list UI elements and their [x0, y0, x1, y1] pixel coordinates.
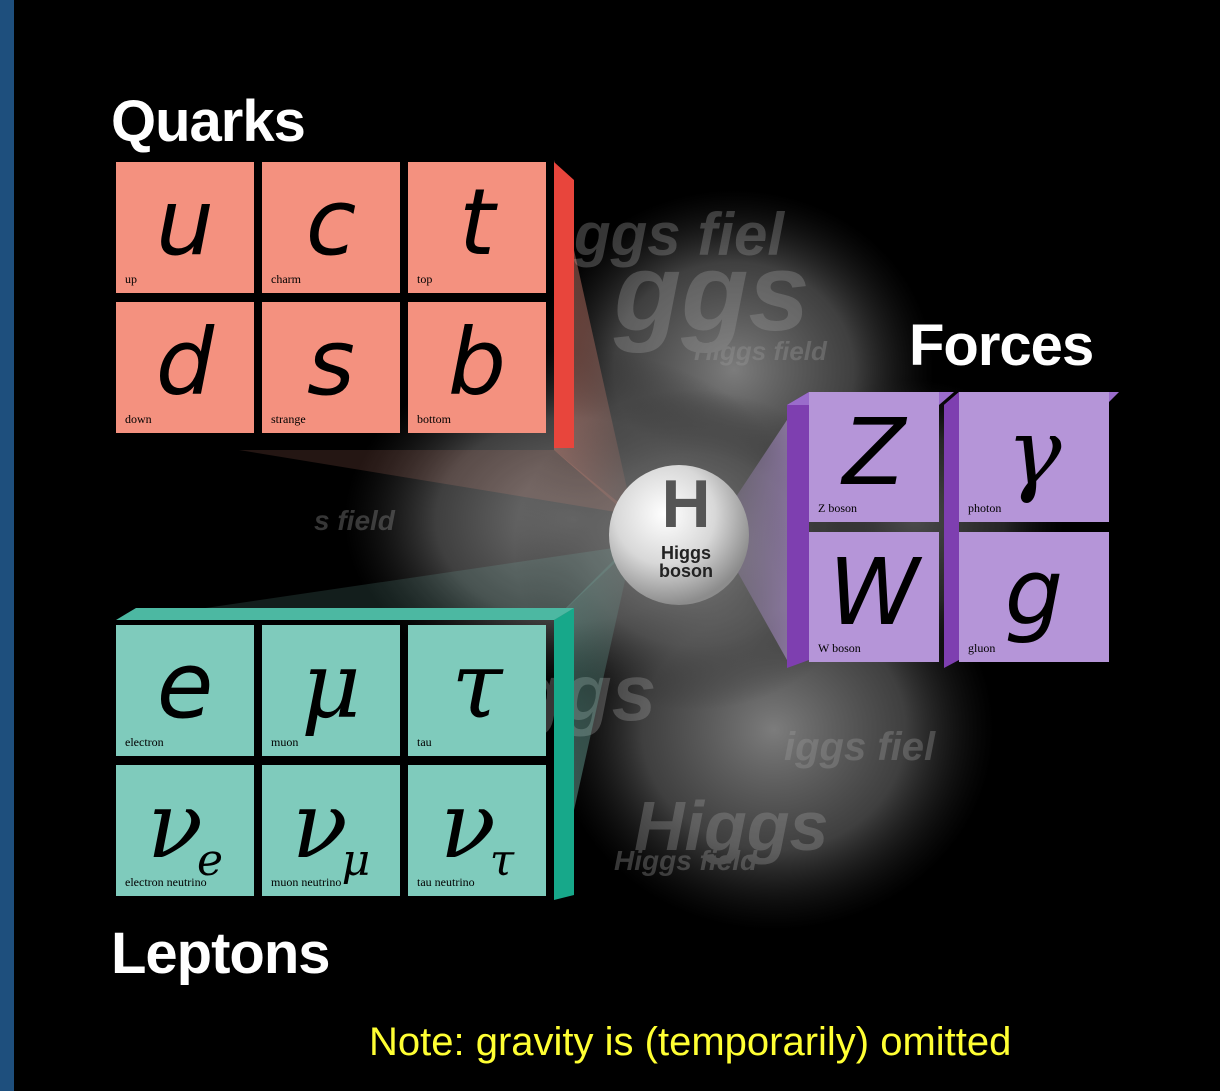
nu-subscript: e — [196, 835, 223, 886]
lepton-cell-tau-neutrino: ντ tau neutrino — [408, 765, 546, 896]
quark-symbol: b — [447, 309, 507, 416]
quark-name: up — [125, 272, 137, 286]
quark-block-side — [554, 162, 574, 448]
lepton-cell-tau: τ tau — [408, 625, 546, 756]
nu-subscript: τ — [489, 835, 515, 886]
force-symbol: Z — [842, 399, 906, 506]
quark-cell-strange: s strange — [262, 302, 400, 433]
lepton-block-top — [116, 608, 574, 620]
field-watermark-2: ggs — [613, 231, 810, 354]
field-watermark-4: s field — [314, 505, 396, 536]
force-symbol: γ — [1006, 399, 1062, 506]
lepton-symbol: νμ — [262, 771, 400, 916]
lepton-name: muon — [271, 735, 299, 749]
lepton-name: electron — [125, 735, 164, 749]
force-symbol: W — [828, 539, 920, 646]
nu-symbol: ν — [147, 772, 203, 879]
lepton-cell-muon: μ muon — [262, 625, 400, 756]
field-watermark-1: ggs fiel — [573, 201, 785, 268]
quark-name: bottom — [417, 412, 452, 426]
field-watermark-8: iggs fiel — [784, 725, 936, 769]
lepton-name: tau neutrino — [417, 875, 475, 889]
higgs-symbol: H — [661, 466, 711, 542]
diagram-canvas: ggs fiel ggs Higgs field s field Higgs H… — [14, 0, 1220, 1091]
lepton-symbol: μ — [301, 632, 361, 739]
quark-cell-down: d down — [116, 302, 254, 433]
quark-cell-up: u up — [116, 162, 254, 293]
quark-symbol: u — [155, 169, 215, 276]
lepton-symbol: ντ — [408, 771, 546, 916]
lepton-name: electron neutrino — [125, 875, 207, 889]
lepton-block-side — [554, 608, 574, 900]
quark-symbol: c — [305, 169, 357, 276]
field-watermark-7: Higgs field — [614, 845, 758, 876]
gravity-note: Note: gravity is (temporarily) omitted — [369, 1020, 1012, 1064]
forces-title: Forces — [909, 313, 1094, 378]
force-name: W boson — [818, 641, 861, 655]
quark-name: down — [125, 412, 152, 426]
nu-symbol: ν — [291, 772, 348, 879]
quarks-title: Quarks — [111, 89, 306, 154]
lepton-cell-muon-neutrino: νμ muon neutrino — [262, 765, 400, 896]
leptons-title: Leptons — [111, 921, 331, 986]
lepton-cell-electron: e electron — [116, 625, 254, 756]
quark-name: top — [417, 272, 433, 286]
lepton-symbol: νe — [116, 771, 254, 916]
quark-symbol: s — [307, 309, 355, 416]
lepton-name: tau — [417, 735, 432, 749]
force-cell-w-boson: W W boson — [809, 532, 939, 662]
lepton-symbol: τ — [451, 632, 503, 739]
force-block-side-right — [944, 392, 959, 668]
field-watermark-3: Higgs field — [694, 336, 828, 366]
lepton-name: muon neutrino — [271, 875, 342, 889]
quark-symbol: t — [458, 169, 496, 276]
higgs-name-line2: boson — [659, 561, 713, 581]
quark-name: charm — [271, 272, 301, 286]
lepton-cell-electron-neutrino: νe electron neutrino — [116, 765, 254, 896]
nu-symbol: ν — [439, 772, 496, 879]
force-name: Z boson — [818, 501, 857, 515]
higgs-name-line1: Higgs — [660, 543, 711, 563]
lepton-symbol: e — [156, 632, 214, 739]
quark-cell-top: t top — [408, 162, 546, 293]
force-beam — [714, 420, 787, 660]
force-cell-z-boson: Z Z boson — [809, 392, 939, 522]
background-art: ggs fiel ggs Higgs field s field Higgs H… — [116, 160, 1119, 930]
quark-cell-charm: c charm — [262, 162, 400, 293]
force-block-side-left — [787, 392, 809, 668]
nu-subscript: μ — [341, 835, 371, 886]
force-cell-photon: γ photon — [959, 392, 1109, 522]
force-cell-gluon: g gluon — [959, 532, 1109, 662]
higgs-name: Higgs boson — [626, 544, 746, 580]
quark-name: strange — [271, 412, 306, 426]
quark-cell-bottom: b bottom — [408, 302, 546, 433]
force-name: photon — [968, 501, 1002, 515]
force-symbol: g — [1004, 539, 1064, 646]
quark-symbol: d — [155, 309, 215, 416]
higgs-sphere — [609, 465, 749, 605]
field-watermark-6: Higgs — [634, 787, 828, 865]
force-name: gluon — [968, 641, 996, 655]
